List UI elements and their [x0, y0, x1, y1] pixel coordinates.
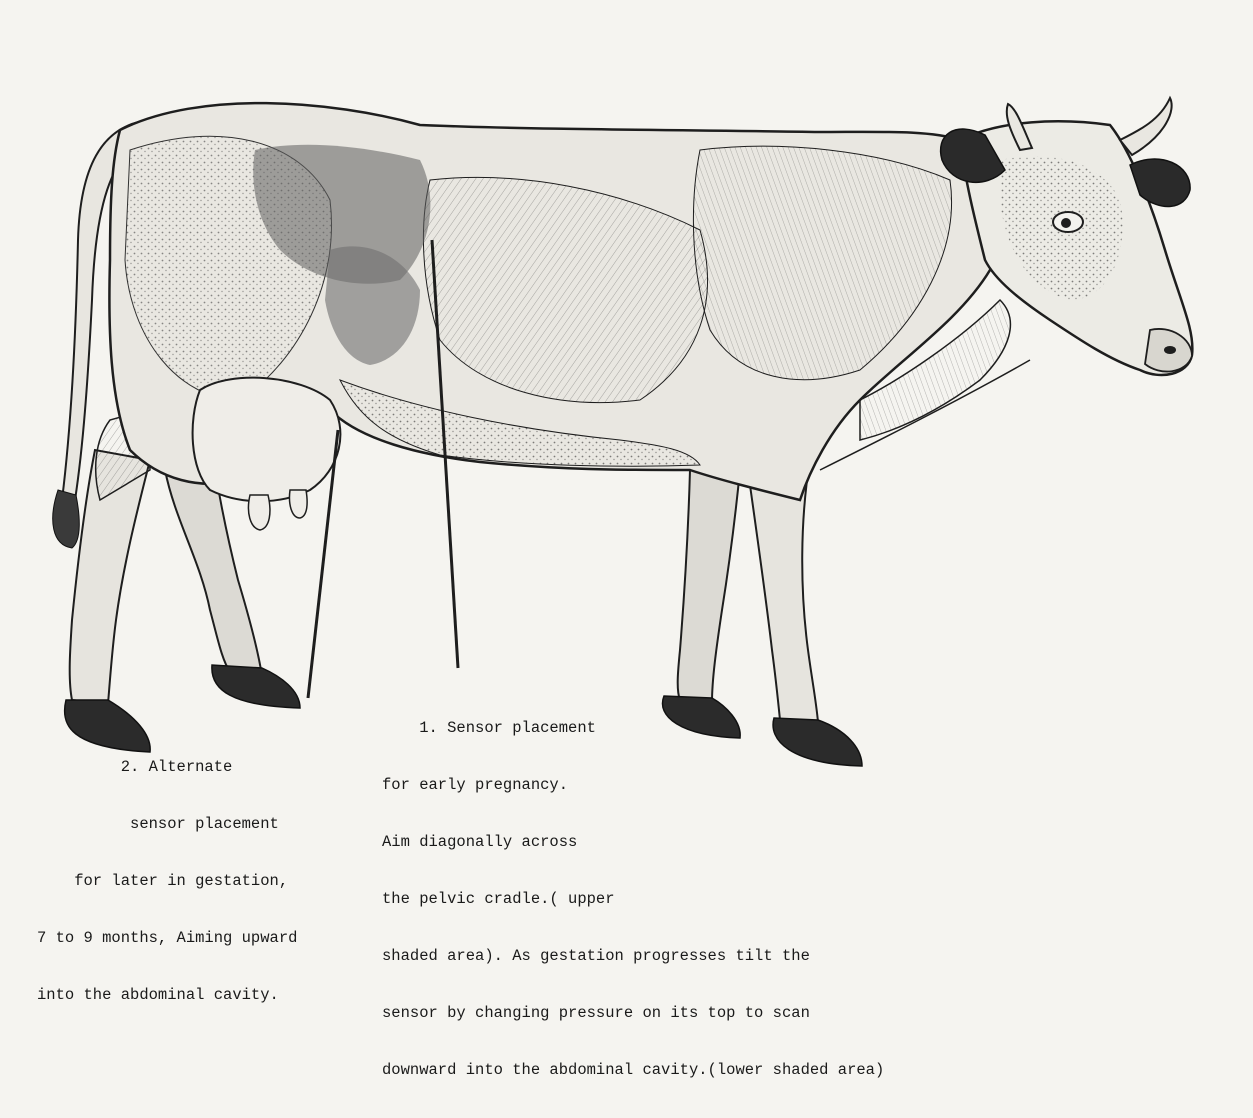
caption-1-line: Aim diagonally across: [382, 833, 884, 852]
sensor-placement-2-caption: 2. Alternate sensor placement for later …: [37, 720, 297, 1043]
caption-1-line: for early pregnancy.: [382, 776, 884, 795]
caption-2-line: into the abdominal cavity.: [37, 986, 297, 1005]
caption-1-line: sensor by changing pressure on its top t…: [382, 1004, 884, 1023]
caption-2-line: 2. Alternate: [37, 758, 297, 777]
front-far-leg: [678, 470, 740, 702]
caption-1-line: 1. Sensor placement: [382, 719, 884, 738]
tail-switch: [53, 490, 80, 548]
rear-far-hoof: [212, 665, 300, 708]
caption-1-line: the pelvic cradle.( upper: [382, 890, 884, 909]
udder: [193, 378, 341, 502]
cow-anatomy-figure: 1. Sensor placement for early pregnancy.…: [0, 0, 1253, 865]
caption-1-line: shaded area). As gestation progresses ti…: [382, 947, 884, 966]
teat-1: [248, 495, 269, 530]
nostril: [1164, 346, 1176, 354]
caption-1-line: downward into the abdominal cavity.(lowe…: [382, 1061, 884, 1080]
sensor-placement-1-caption: 1. Sensor placement for early pregnancy.…: [382, 681, 884, 1118]
caption-2-line: sensor placement: [37, 815, 297, 834]
teat-2: [289, 490, 307, 518]
caption-2-line: 7 to 9 months, Aiming upward: [37, 929, 297, 948]
caption-2-line: for later in gestation,: [37, 872, 297, 891]
right-horn: [1120, 98, 1172, 155]
